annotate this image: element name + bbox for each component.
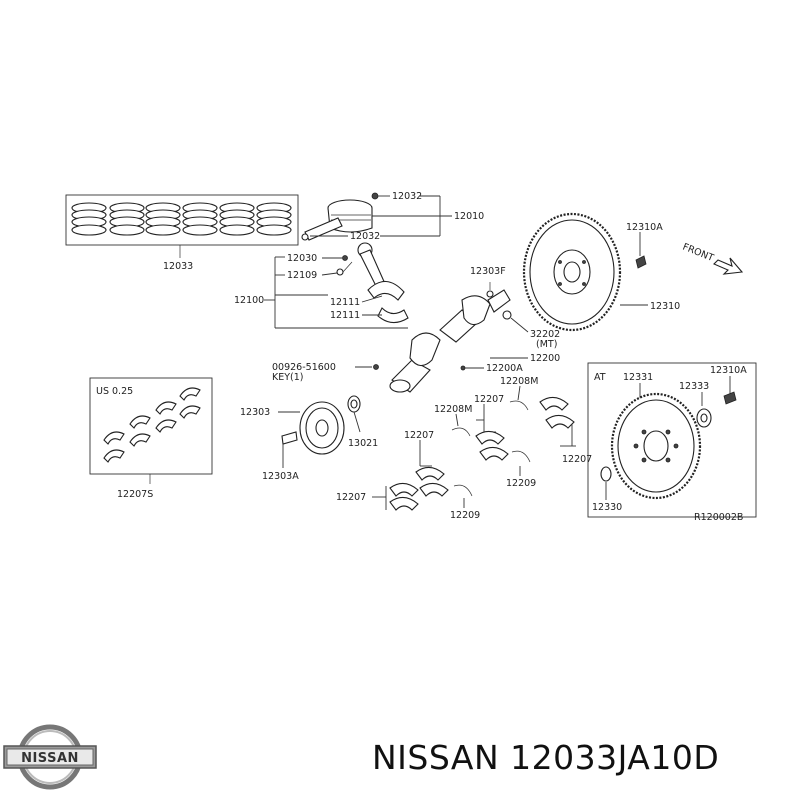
flywheel-mt: 12310A 12310 FRONT <box>522 212 744 332</box>
label-12109: 12109 <box>287 270 317 281</box>
main-bearings: 12208M 12208M 12207 12209 12207 12209 12… <box>336 376 592 521</box>
label-front: FRONT <box>681 242 715 264</box>
label-32202: 32202 <box>530 329 560 340</box>
label-12207-c: 12207 <box>336 492 366 503</box>
label-12032-top: 12032 <box>392 191 422 202</box>
label-12303: 12303 <box>240 407 270 418</box>
label-12209-a: 12209 <box>506 478 536 489</box>
label-12010: 12010 <box>454 211 484 222</box>
piston-assembly: 12032 12010 12032 <box>301 191 484 242</box>
front-arrow-icon <box>713 257 744 275</box>
label-12200: 12200 <box>530 353 560 364</box>
label-00926-51600: 00926-51600 <box>272 362 336 373</box>
label-12207-d: 12207 <box>562 454 592 465</box>
label-key: KEY(1) <box>272 372 304 383</box>
undersize-bearing-set: US 0.25 12207S <box>89 377 213 500</box>
label-12111-b: 12111 <box>330 310 360 321</box>
svg-text:NISSAN: NISSAN <box>21 751 79 766</box>
label-13021: 13021 <box>348 438 378 449</box>
nissan-logo: NISSAN <box>3 724 97 790</box>
label-12030: 12030 <box>287 253 317 264</box>
label-12208m-b: 12208M <box>434 404 472 415</box>
label-12207-b: 12207 <box>404 430 434 441</box>
drive-plate-at: AT 12331 12310A 12333 12330 R120002B <box>587 362 757 523</box>
piston-rings-set: 12033 <box>65 194 299 272</box>
label-us-025: US 0.25 <box>96 386 133 397</box>
label-12200a: 12200A <box>486 363 523 374</box>
label-12330: 12330 <box>592 502 622 513</box>
label-12333: 12333 <box>679 381 709 392</box>
label-12207s: 12207S <box>117 489 153 500</box>
label-12208m-a: 12208M <box>500 376 538 387</box>
diagram-code: R120002B <box>694 512 743 523</box>
label-12310a-at: 12310A <box>710 365 747 376</box>
label-12303a: 12303A <box>262 471 299 482</box>
crankshaft: 12303F 32202 (MT) 12200 12200A 00926-516… <box>272 266 560 393</box>
label-12331: 12331 <box>623 372 653 383</box>
label-12310a-top: 12310A <box>626 222 663 233</box>
label-12303f: 12303F <box>470 266 506 277</box>
connecting-rod-assembly: 12030 12109 12100 12111 12111 <box>234 242 409 329</box>
label-12032-bottom: 12032 <box>350 231 380 242</box>
label-12310: 12310 <box>650 301 680 312</box>
label-mt: (MT) <box>536 339 557 350</box>
label-at: AT <box>594 372 606 383</box>
label-12033: 12033 <box>163 261 193 272</box>
label-12207-a: 12207 <box>474 394 504 405</box>
crank-pulley: 12303 13021 12303A <box>240 395 378 482</box>
label-12100: 12100 <box>234 295 264 306</box>
part-number-title: NISSAN 12033JA10D <box>372 738 720 777</box>
label-12111-a: 12111 <box>330 297 360 308</box>
label-12209-b: 12209 <box>450 510 480 521</box>
